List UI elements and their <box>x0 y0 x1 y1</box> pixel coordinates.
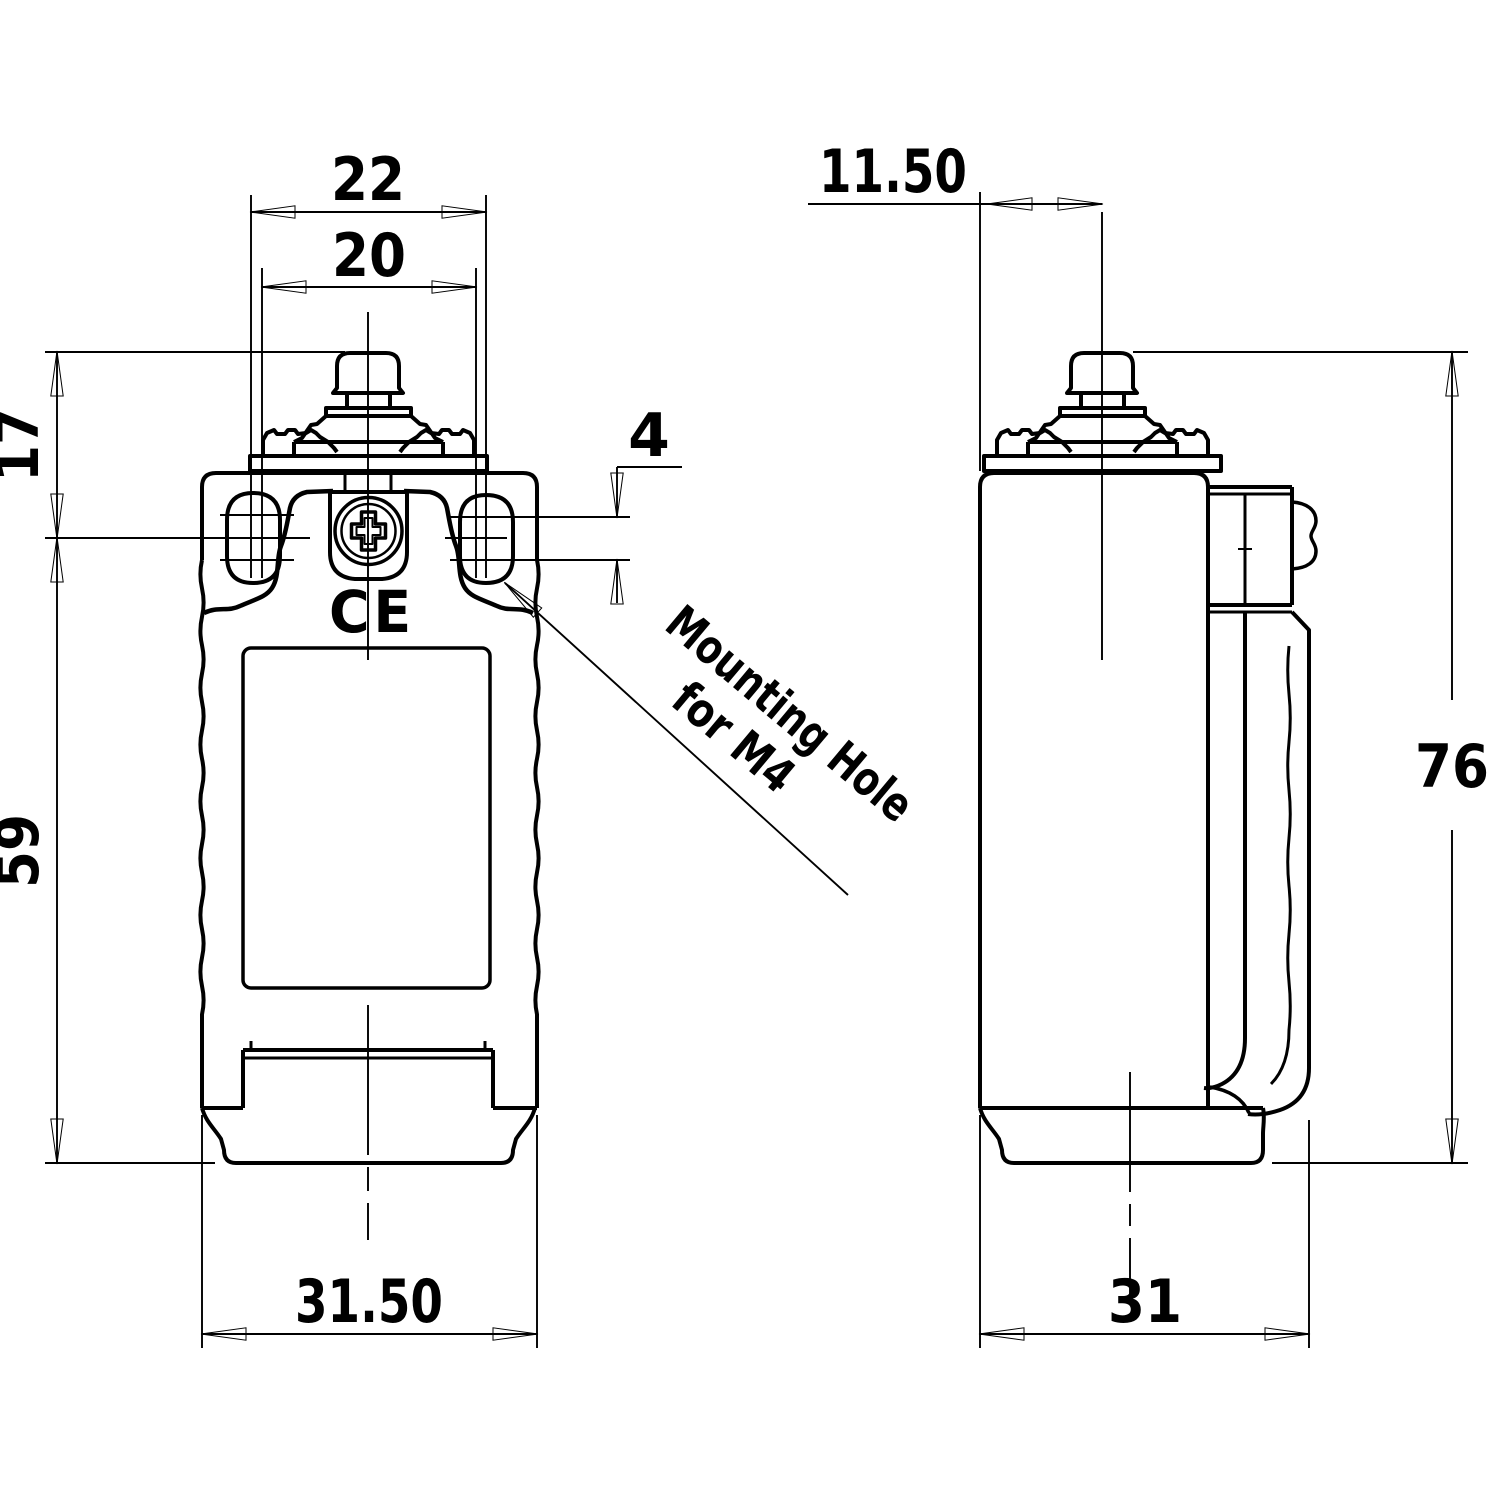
dim-4: 4 <box>610 401 682 605</box>
leader-mounting-hole: Mounting Hole for M4 <box>503 581 924 896</box>
side-view <box>978 212 1318 1300</box>
front-body-notch <box>343 471 393 492</box>
dim-label-59: 59 <box>0 814 53 888</box>
front-view: CE <box>198 312 630 1240</box>
dim-76: 76 <box>1133 350 1489 1165</box>
dim-label-76: 76 <box>1415 732 1489 802</box>
conduit-block-inner <box>1208 492 1292 614</box>
label-recess <box>241 646 492 990</box>
conduit-block-outline <box>1208 485 1294 607</box>
conduit-block <box>1208 485 1318 614</box>
dim-11-50: 11.50 <box>808 137 1104 471</box>
phillips-screw-inner <box>340 502 397 560</box>
dim-31-50: 31.50 <box>200 1115 539 1348</box>
dim-17-extensions <box>45 351 345 539</box>
dim-22-extensions <box>250 195 487 578</box>
front-body-top <box>200 471 539 560</box>
strap-outer <box>1247 610 1311 1117</box>
mounting-hole-note: Mounting Hole for M4 <box>655 595 924 833</box>
front-body-side-left <box>198 559 206 1108</box>
dim-label-31-50: 31.50 <box>295 1267 443 1337</box>
dim-label-20: 20 <box>332 221 406 291</box>
dim-11-50-extensions <box>808 192 988 471</box>
strap-texture <box>1269 645 1292 1086</box>
dim-label-4: 4 <box>628 401 670 471</box>
dim-31-50-extensions <box>201 1115 538 1348</box>
head-contour-left <box>202 488 334 616</box>
dim-20-extensions <box>261 268 477 578</box>
dim-17: 17 <box>0 350 345 540</box>
dim-label-22: 22 <box>331 145 405 215</box>
dim-22: 22 <box>249 145 488 578</box>
dim-31-extensions <box>979 1115 1310 1348</box>
phillips-screw <box>333 495 404 567</box>
mounting-hole-right <box>458 492 515 586</box>
side-body <box>978 471 1210 1108</box>
base-flange-side <box>978 1107 1266 1165</box>
ce-mark-label: CE <box>329 578 415 646</box>
dim-20: 20 <box>260 221 478 578</box>
dim-label-31: 31 <box>1108 1267 1182 1337</box>
dim-59: 59 <box>0 536 215 1165</box>
base-flange-front <box>200 1107 537 1165</box>
front-body-side-right <box>533 559 541 1108</box>
phillips-cross <box>349 510 388 552</box>
cover-strap <box>1203 610 1311 1117</box>
dim-label-17: 17 <box>0 408 53 482</box>
dim-label-11-50: 11.50 <box>819 137 967 207</box>
conduit-thread-bump <box>1291 500 1318 571</box>
head-contour-right <box>403 488 535 616</box>
dimension-system: 22 20 17 59 4 31.50 <box>0 137 1489 1348</box>
dim-31: 31 <box>978 1115 1311 1348</box>
dim-76-extensions <box>1133 351 1468 1164</box>
hole-center-lines-left <box>220 514 294 561</box>
phillips-cross-detail <box>355 517 382 545</box>
strap-inner <box>1203 612 1247 1091</box>
